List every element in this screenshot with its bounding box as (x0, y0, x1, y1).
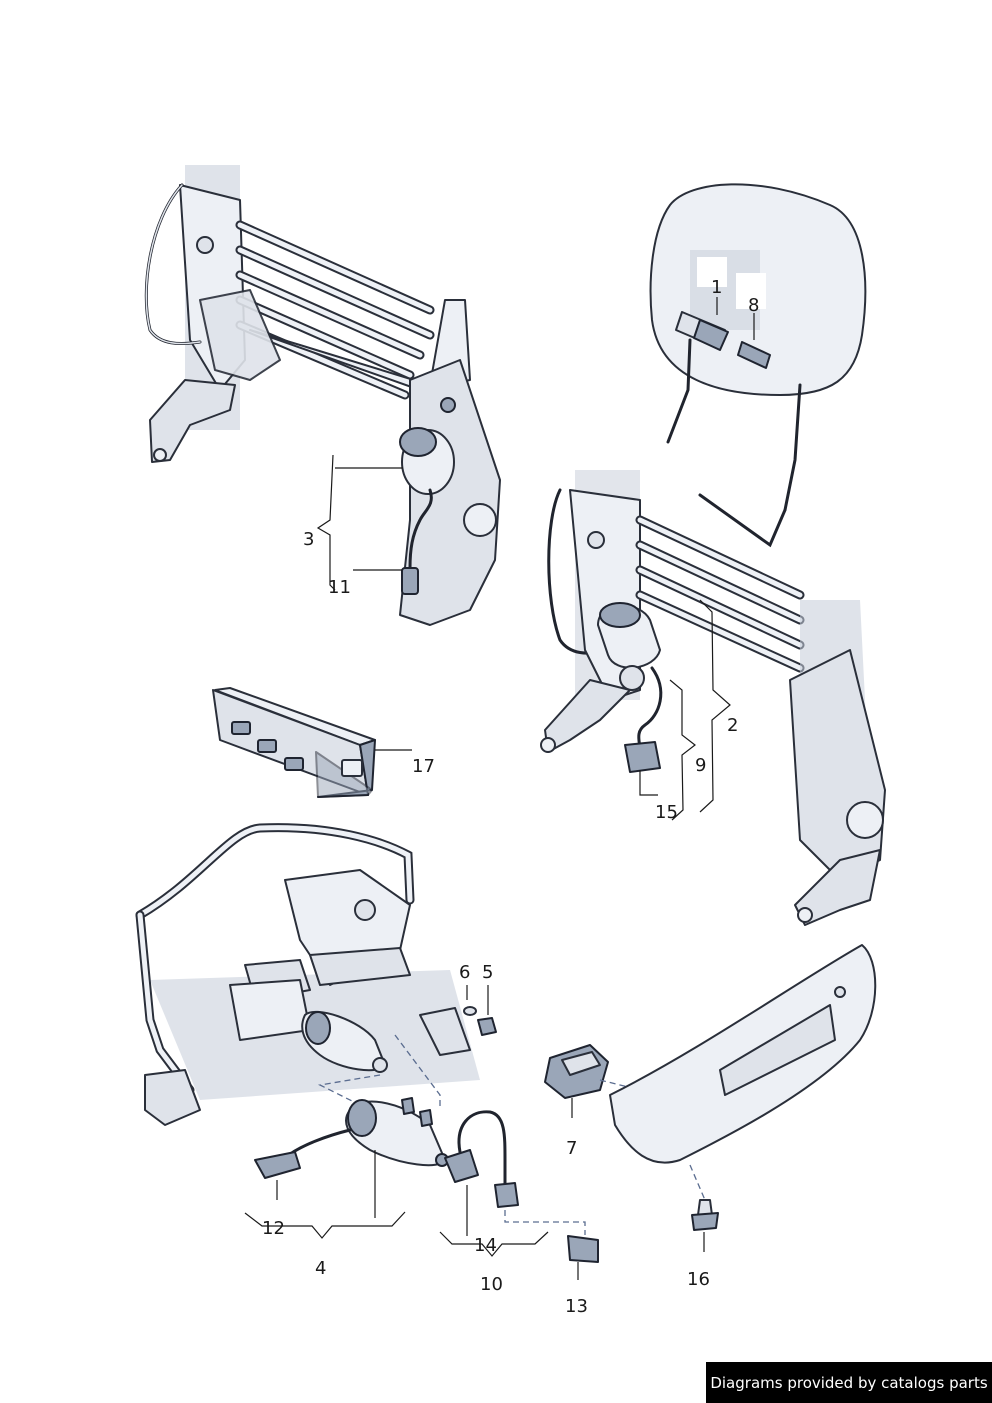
callout-5: 5 (482, 962, 493, 983)
sensor-14 (444, 1110, 519, 1208)
callout-3: 3 (303, 529, 314, 550)
callout-16: 16 (687, 1269, 710, 1290)
leader-lines (244, 297, 755, 1280)
callout-8: 8 (748, 295, 759, 316)
connector-11 (401, 567, 419, 595)
callout-17: 17 (412, 756, 435, 777)
callout-11: 11 (328, 577, 351, 598)
screw-16 (691, 1199, 719, 1231)
seat-base-frame (135, 823, 480, 1126)
headrest-motor-1 (675, 311, 729, 351)
callout-14: 14 (474, 1235, 497, 1256)
connector-13 (567, 1235, 599, 1263)
callout-2: 2 (727, 715, 738, 736)
callout-12: 12 (262, 1218, 285, 1239)
backrest-motor-right (597, 602, 663, 752)
motor-assembly-4 (254, 1097, 449, 1179)
backrest-slats-left (235, 220, 435, 400)
headrest-part-8 (737, 341, 771, 369)
callout-10: 10 (480, 1274, 503, 1295)
seat-back-frame-left (144, 165, 501, 626)
callout-labels: 1 2 3 4 5 6 7 8 9 10 11 12 13 14 15 16 1… (262, 277, 759, 1317)
callout-1: 1 (711, 277, 722, 298)
seat-base-motor (301, 1010, 388, 1073)
washer-6 (463, 1006, 477, 1016)
side-trim-panel (609, 944, 877, 1164)
callout-4: 4 (315, 1258, 326, 1279)
headrest (649, 183, 867, 512)
callout-9: 9 (695, 755, 706, 776)
callout-13: 13 (565, 1296, 588, 1317)
clip-5 (477, 1017, 497, 1036)
switch-7 (544, 1044, 609, 1099)
connector-15 (624, 741, 661, 773)
credit-badge: Diagrams provided by catalogs parts (706, 1362, 992, 1403)
callout-15: 15 (655, 802, 678, 823)
callout-7: 7 (566, 1138, 577, 1159)
backrest-motor-left (399, 427, 455, 570)
callout-6: 6 (459, 962, 470, 983)
connector-12 (254, 1151, 301, 1179)
seat-back-frame-right (540, 470, 886, 926)
backrest-slats-right (635, 515, 805, 673)
control-unit-17 (212, 687, 376, 798)
